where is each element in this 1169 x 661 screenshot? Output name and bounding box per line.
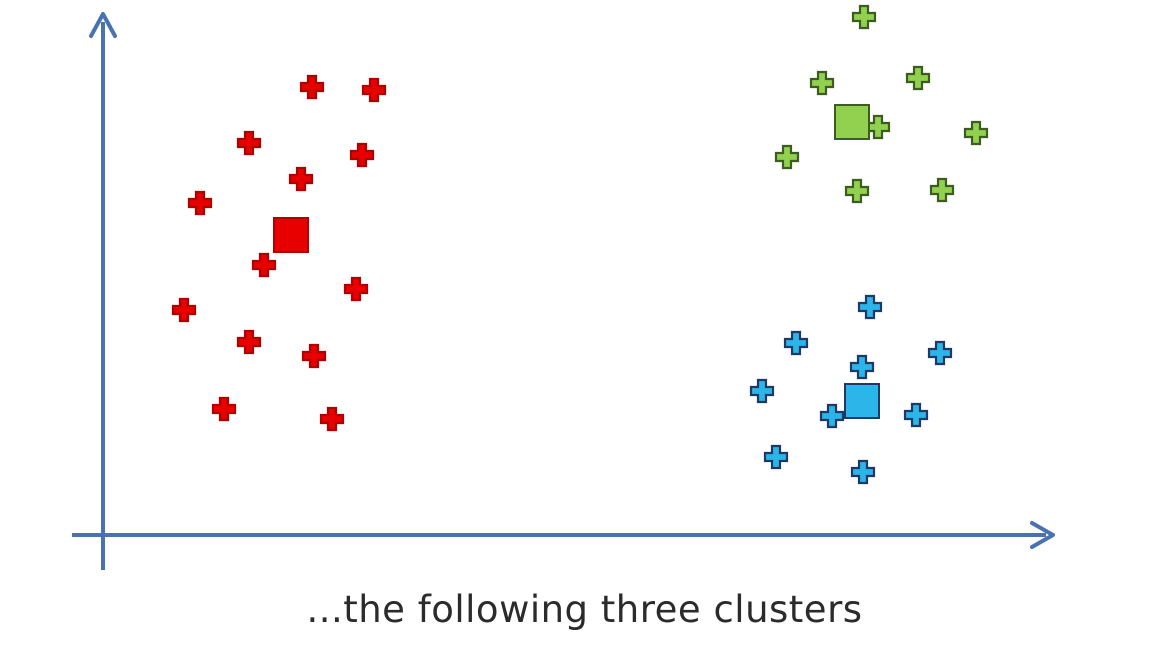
cluster-blue-point [783,330,809,356]
cluster-red-point [288,166,314,192]
cluster-blue-point [850,459,876,485]
cluster-red-point [251,252,277,278]
y-axis-arrowhead [89,12,117,38]
cluster-blue-point [903,402,929,428]
x-axis-arrowhead [1030,521,1055,549]
cluster-green-point [809,70,835,96]
cluster-red-point [299,74,325,100]
cluster-red-point [343,276,369,302]
cluster-red-point [187,190,213,216]
cluster-red-point [171,297,197,323]
caption: ...the following three clusters [306,588,863,631]
cluster-blue-point [927,340,953,366]
cluster-red-centroid [273,217,309,253]
cluster-green-point [865,114,891,140]
cluster-red-point [236,329,262,355]
cluster-green-point [905,65,931,91]
cluster-red-point [236,130,262,156]
cluster-green-centroid [834,104,870,140]
cluster-red-point [211,396,237,422]
cluster-green-point [844,178,870,204]
cluster-blue-point [749,378,775,404]
cluster-green-point [963,120,989,146]
cluster-red-point [319,406,345,432]
cluster-green-point [774,144,800,170]
cluster-blue-point [819,403,845,429]
cluster-blue-point [857,294,883,320]
cluster-red-point [349,142,375,168]
cluster-red-point [301,343,327,369]
cluster-green-point [851,4,877,30]
cluster-blue-centroid [844,383,880,419]
cluster-blue-point [849,354,875,380]
cluster-red-point [361,77,387,103]
cluster-blue-point [763,444,789,470]
cluster-green-point [929,177,955,203]
